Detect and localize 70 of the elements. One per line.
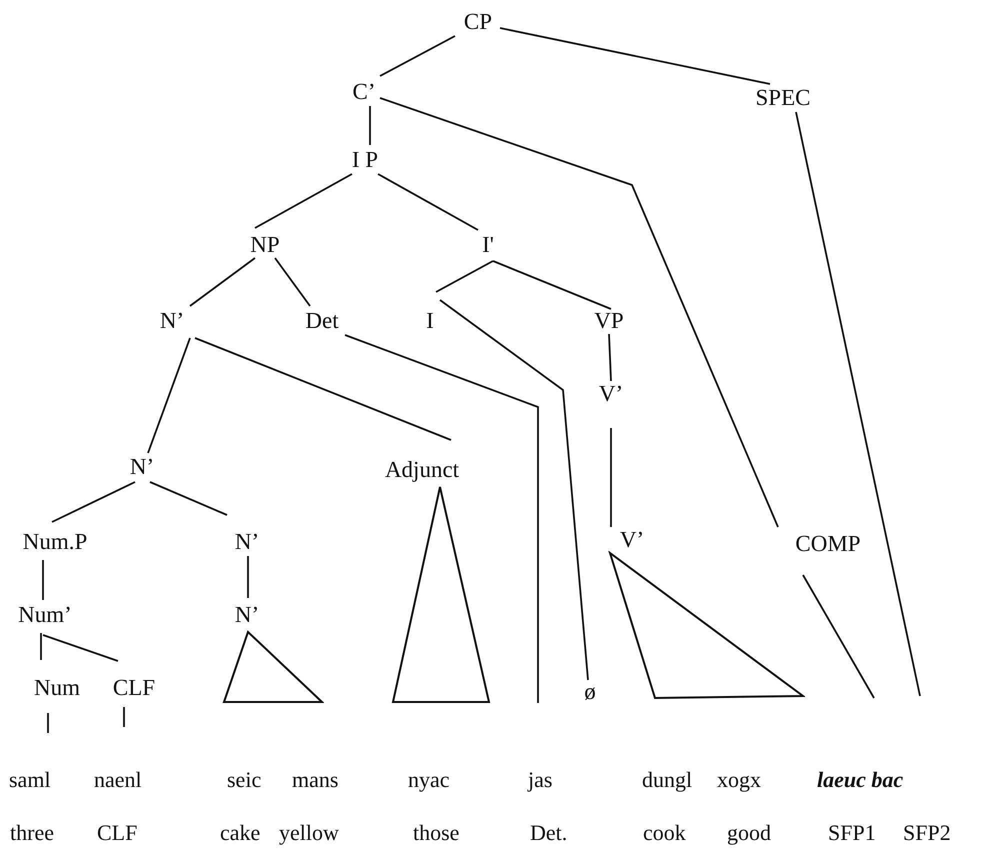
branch-line [608,334,612,382]
branch-line [42,634,118,662]
branch-line [52,481,136,523]
leaf-word: naenl [94,768,142,792]
triangle-symbol [222,630,324,704]
branch-line [40,633,42,660]
branch-line [795,112,921,696]
branch-line [369,106,371,145]
branch-line [344,334,539,703]
category-label: ø [584,680,596,704]
branch-line [610,428,612,527]
category-label: I [426,309,434,333]
branch-line [380,35,456,77]
branch-line [123,707,125,727]
branch-line [189,257,256,307]
leaf-word: saml [9,768,51,792]
gloss-word: cake [220,821,260,845]
leaf-word: seic [227,768,262,792]
category-label: V’ [620,528,644,552]
branch-line [274,257,311,307]
gloss-word: Det. [530,821,568,845]
branch-line [247,556,249,598]
category-label: SPEC [756,86,810,110]
leaf-word: laeuc bac [817,768,904,792]
category-label: N’ [234,603,260,627]
gloss-word: cook [643,821,686,845]
gloss-word: good [727,821,771,845]
branch-line [147,338,191,454]
category-label: CLF [112,676,156,700]
category-label: COMP [795,532,861,556]
branch-line [47,713,49,733]
gloss-word: those [413,821,460,845]
triangle-symbol [391,485,491,704]
branch-line [254,173,352,229]
gloss-word: SFP1 [828,821,876,845]
branch-line [194,337,452,441]
category-label: I P [352,148,378,172]
branch-line [492,260,612,310]
branch-line [150,481,228,516]
leaf-word: mans [292,768,338,792]
category-label: Num [34,676,80,700]
branch-line [802,574,875,698]
leaf-word: xogx [717,768,761,792]
branch-line [436,260,494,293]
category-label: Num.P [22,530,88,554]
category-label: C’ [352,80,376,104]
leaf-word: dungl [642,768,692,792]
category-label: N’ [234,530,260,554]
gloss-word: yellow [279,821,339,845]
category-label: N’ [160,309,184,333]
leaf-word: jas [528,768,552,792]
triangle-symbol [608,551,805,700]
branch-line [380,97,779,528]
category-label: V’ [598,382,624,406]
category-label: VP [594,309,624,333]
gloss-word: CLF [97,821,138,845]
category-label: Det [305,309,339,333]
branch-line [42,560,44,600]
branch-line [500,27,770,85]
gloss-word: three [10,821,54,845]
category-label: Adjunct [384,458,460,482]
branch-line [439,299,589,680]
gloss-word: SFP2 [903,821,951,845]
category-label: I' [482,233,494,257]
category-label: CP [464,10,492,34]
category-label: N’ [130,455,154,479]
leaf-word: nyac [408,768,450,792]
category-label: NP [250,233,280,257]
branch-line [378,173,478,231]
category-label: Num’ [18,603,72,627]
